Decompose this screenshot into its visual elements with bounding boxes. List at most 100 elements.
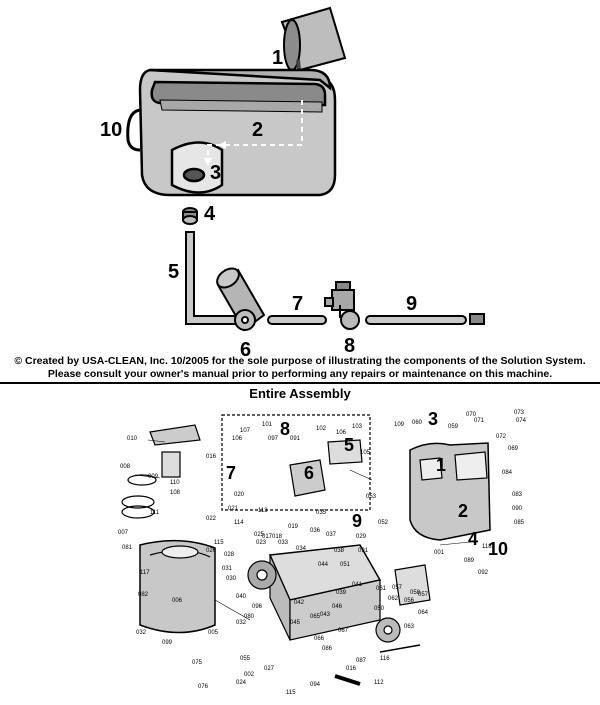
- part-number: 029: [356, 534, 367, 540]
- part-number: 113: [258, 508, 268, 514]
- part-number: 074: [516, 418, 527, 424]
- hose-segment-7: [267, 315, 327, 325]
- part-number: 101: [262, 422, 273, 428]
- part-number: 107: [240, 428, 251, 434]
- part-number: 106: [232, 436, 243, 442]
- part-number: 051: [340, 562, 351, 568]
- part-number: 105: [360, 450, 371, 456]
- part-number: 020: [234, 492, 245, 498]
- part-number: 043: [320, 612, 331, 618]
- part-number: 009: [148, 474, 159, 480]
- part-number: 073: [514, 410, 525, 416]
- solenoid-valve: [324, 281, 360, 330]
- assembly-callout-6: 6: [304, 463, 315, 483]
- callout-7: 7: [292, 293, 304, 315]
- part-number: 090: [512, 506, 523, 512]
- part-number: 057: [418, 592, 429, 598]
- part-number: 026: [206, 548, 217, 554]
- part-number: 035: [316, 510, 327, 516]
- part-number: 067: [338, 628, 349, 634]
- part-number: 115: [286, 690, 296, 696]
- part-number: 069: [508, 446, 519, 452]
- part-number: 055: [240, 656, 251, 662]
- part-number: 040: [236, 594, 247, 600]
- part-number: 030: [226, 576, 237, 582]
- part-number: 111: [150, 510, 160, 516]
- part-number: 108: [170, 490, 181, 496]
- part-number: 070: [466, 412, 477, 418]
- part-number: 094: [310, 682, 321, 688]
- part-number: 042: [294, 600, 305, 606]
- assembly-drawing: [121, 414, 491, 686]
- part-number: 071: [474, 418, 485, 424]
- hose-segment-9: [365, 313, 485, 325]
- callout-4: 4: [204, 203, 216, 225]
- part-number: 059: [448, 424, 459, 430]
- flow-arrows: [207, 100, 303, 160]
- part-number: 091: [290, 436, 301, 442]
- callout-9: 9: [406, 293, 418, 315]
- part-number: 024: [236, 680, 247, 686]
- credit-line-2: Please consult your owner's manual prior…: [47, 368, 553, 380]
- part-number: 032: [236, 620, 247, 626]
- part-number: 036: [310, 528, 321, 534]
- part-number: 064: [418, 610, 429, 616]
- assembly-callout-1: 1: [436, 455, 447, 475]
- part-number: 061: [376, 586, 387, 592]
- entire-assembly-title: Entire Assembly: [249, 386, 351, 401]
- callout-6: 6: [240, 339, 252, 361]
- part-number: 099: [162, 640, 173, 646]
- assembly-callout-9: 9: [352, 511, 363, 531]
- part-number: 076: [198, 684, 209, 690]
- section-divider: [0, 382, 600, 384]
- part-number: 114: [234, 520, 244, 526]
- part-number: 110: [170, 480, 180, 486]
- strainer-fitting: [182, 207, 198, 225]
- part-number: 116: [380, 656, 390, 662]
- part-number: 039: [336, 590, 347, 596]
- assembly-callout-10: 10: [488, 539, 509, 559]
- part-number: 010: [127, 436, 138, 442]
- part-number: 056: [404, 598, 415, 604]
- part-number: 028: [224, 552, 235, 558]
- credit-line-1: © Created by USA-CLEAN, Inc. 10/2005 for…: [14, 355, 586, 367]
- part-number: 018: [272, 534, 283, 540]
- part-number: 050: [374, 606, 385, 612]
- part-number: 118: [482, 544, 492, 550]
- solution-tank: [126, 68, 337, 197]
- part-number: 041: [352, 582, 363, 588]
- part-number: 109: [394, 422, 405, 428]
- part-number: 096: [252, 604, 263, 610]
- assembly-callout-4: 4: [468, 529, 479, 549]
- part-number: 037: [326, 532, 337, 538]
- callout-5: 5: [168, 261, 180, 283]
- part-number: 007: [118, 530, 129, 536]
- part-number: 057: [392, 585, 403, 591]
- part-number: 106: [336, 430, 347, 436]
- part-number: 115: [214, 540, 224, 546]
- part-number: 092: [478, 570, 489, 576]
- part-number: 008: [120, 464, 131, 470]
- callout-2: 2: [252, 119, 264, 141]
- part-number: 023: [256, 540, 267, 546]
- pump-cylinder: [216, 267, 266, 332]
- part-number: 017: [262, 534, 273, 540]
- part-number: 063: [404, 624, 415, 630]
- part-number: 021: [228, 506, 239, 512]
- part-number: 087: [356, 658, 367, 664]
- part-number: 027: [264, 666, 275, 672]
- part-number: 081: [122, 545, 133, 551]
- part-number: 032: [136, 630, 147, 636]
- part-number: 062: [388, 596, 399, 602]
- part-number: 097: [268, 436, 279, 442]
- part-number: 053: [366, 494, 377, 500]
- part-number: 058: [410, 590, 421, 596]
- part-number: 001: [434, 550, 445, 556]
- part-number: 089: [464, 558, 475, 564]
- part-number: 091: [358, 548, 369, 554]
- part-number: 022: [206, 516, 217, 522]
- assembly-callout-2: 2: [458, 501, 469, 521]
- part-number: 102: [316, 426, 327, 432]
